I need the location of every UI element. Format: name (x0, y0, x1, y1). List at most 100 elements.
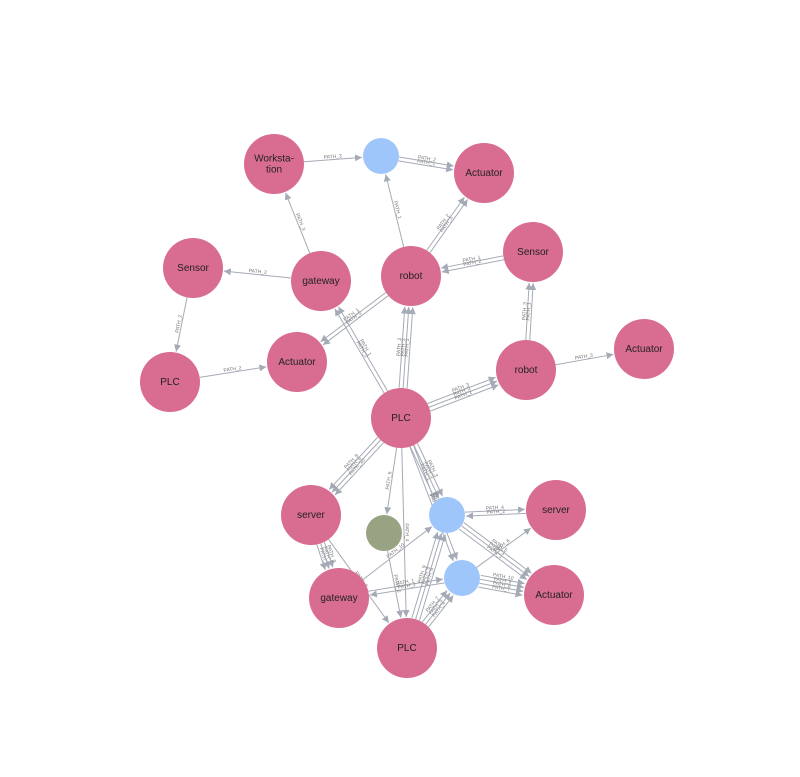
edge-line (466, 512, 527, 520)
edge-hub_low-to-actuator_bottom: PATH_7 (478, 584, 523, 598)
edge-label: PATH_2 (397, 582, 416, 591)
edge-line (323, 541, 334, 568)
edge-line (398, 306, 408, 388)
edge-label: PATH_10 (492, 572, 514, 582)
node-label: PLC (391, 413, 410, 424)
edge-line (320, 292, 387, 343)
edge-plc_center-to-server_left: PATH_9 (328, 436, 379, 490)
node-circle[interactable] (429, 497, 465, 533)
edge-robot_top-to-actuator_top: PATH_2 (426, 196, 465, 251)
node-robot-top[interactable]: robot (381, 246, 441, 306)
edge-line (427, 376, 496, 404)
edge-workstation-to-hub_top: PATH_3 (303, 153, 363, 163)
node-hub-top[interactable] (363, 138, 399, 174)
node-circle[interactable] (524, 565, 584, 625)
edge-label: PATH_2 (321, 546, 333, 565)
edge-label: PATH_8 (421, 566, 432, 585)
edge-other_green-to-plc_bottom: PATH_5 (387, 550, 403, 618)
edge-line (463, 522, 532, 574)
node-label: Actuator (278, 357, 316, 368)
edge-line (334, 442, 384, 496)
node-actuator-bottom[interactable]: Actuator (524, 565, 584, 625)
node-label: server (542, 505, 570, 516)
node-plc-bottom[interactable]: PLC (377, 618, 437, 678)
edge-line (303, 154, 363, 163)
edge-line (223, 268, 292, 279)
node-circle[interactable] (309, 568, 369, 628)
edge-label: PATH_3 (575, 353, 594, 362)
edge-plc_center-to-plc_bottom: PATH_4 (401, 447, 410, 618)
edge-label: PATH_4 (403, 523, 409, 542)
node-sensor-right[interactable]: Sensor (503, 222, 563, 282)
node-circle[interactable] (614, 319, 674, 379)
node-circle[interactable] (381, 246, 441, 306)
node-circle[interactable] (526, 480, 586, 540)
edge-label: PATH_1 (318, 547, 330, 566)
node-circle[interactable] (371, 388, 431, 448)
node-sensor-left[interactable]: Sensor (163, 238, 223, 298)
edge-sensor_right-to-robot_top: PATH_1 (440, 255, 504, 271)
edge-hub_low-to-actuator_bottom: PATH_9 (479, 576, 524, 590)
edge-label: PATH_1 (417, 159, 436, 168)
edge-label: PATH_3 (294, 212, 306, 231)
node-gateway-bottom[interactable]: gateway (309, 568, 369, 628)
edge-line (387, 550, 403, 618)
node-gateway-top[interactable]: gateway (291, 251, 351, 311)
node-circle[interactable] (363, 138, 399, 174)
node-actuator-top[interactable]: Actuator (454, 143, 514, 203)
node-label: PLC (397, 643, 416, 654)
edge-plc_center-to-other_green: PATH_6 (384, 447, 398, 515)
edge-label: PATH_2 (248, 268, 267, 276)
edge-line (430, 384, 499, 412)
node-circle[interactable] (366, 515, 402, 551)
node-circle[interactable] (377, 618, 437, 678)
node-workstation[interactable]: Worksta-tion (244, 134, 304, 194)
edge-label: PATH_5 (392, 574, 401, 593)
node-robot-right[interactable]: robot (496, 340, 556, 400)
edge-label: PATH_1 (396, 578, 415, 587)
edge-line (398, 160, 454, 173)
node-hub-mid[interactable] (429, 497, 465, 533)
edge-line (369, 582, 445, 598)
edge-sensor_left-to-plc_left: PATH_2 (174, 297, 188, 352)
edge-line (328, 436, 379, 490)
node-server-left[interactable]: server (281, 485, 341, 545)
node-other-green[interactable] (366, 515, 402, 551)
edge-line (418, 534, 447, 621)
node-circle[interactable] (291, 251, 351, 311)
edge-line (402, 306, 412, 389)
node-plc-center[interactable]: PLC (371, 388, 431, 448)
edge-line (174, 297, 188, 352)
node-plc-left[interactable]: PLC (140, 352, 200, 412)
edge-plc_bottom-to-hub_mid: PATH_6 (418, 534, 447, 621)
edge-line (425, 592, 451, 625)
node-actuator-right[interactable]: Actuator (614, 319, 674, 379)
node-circle[interactable] (140, 352, 200, 412)
edge-line (525, 282, 533, 340)
edge-label: PATH_2 (223, 365, 242, 374)
edge-hub_top-to-actuator_top: PATH_1 (398, 159, 454, 173)
node-actuator-mid[interactable]: Actuator (267, 332, 327, 392)
node-circle[interactable] (496, 340, 556, 400)
edge-robot_top-to-hub_top: PATH_1 (383, 174, 405, 248)
edge-line (461, 525, 530, 577)
edge-line (322, 295, 389, 346)
node-server-right[interactable]: server (526, 480, 586, 540)
node-circle[interactable] (444, 560, 480, 596)
node-circle[interactable] (281, 485, 341, 545)
node-circle[interactable] (163, 238, 223, 298)
node-label: Sensor (517, 247, 549, 258)
node-label: robot (515, 365, 538, 376)
edge-plc_center-to-robot_top: PATH_3 (396, 306, 408, 388)
node-hub-low[interactable] (444, 560, 480, 596)
edge-line (284, 192, 311, 254)
edge-line (384, 447, 398, 515)
edge-sensor_right-to-robot_top: PATH_2 (441, 259, 505, 275)
edge-label: PATH_1 (404, 338, 411, 357)
edge-line (421, 590, 448, 623)
node-circle[interactable] (454, 143, 514, 203)
node-circle[interactable] (244, 134, 304, 194)
node-circle[interactable] (267, 332, 327, 392)
edge-hub_low-to-gateway_bottom: PATH_2 (369, 582, 445, 598)
node-circle[interactable] (503, 222, 563, 282)
